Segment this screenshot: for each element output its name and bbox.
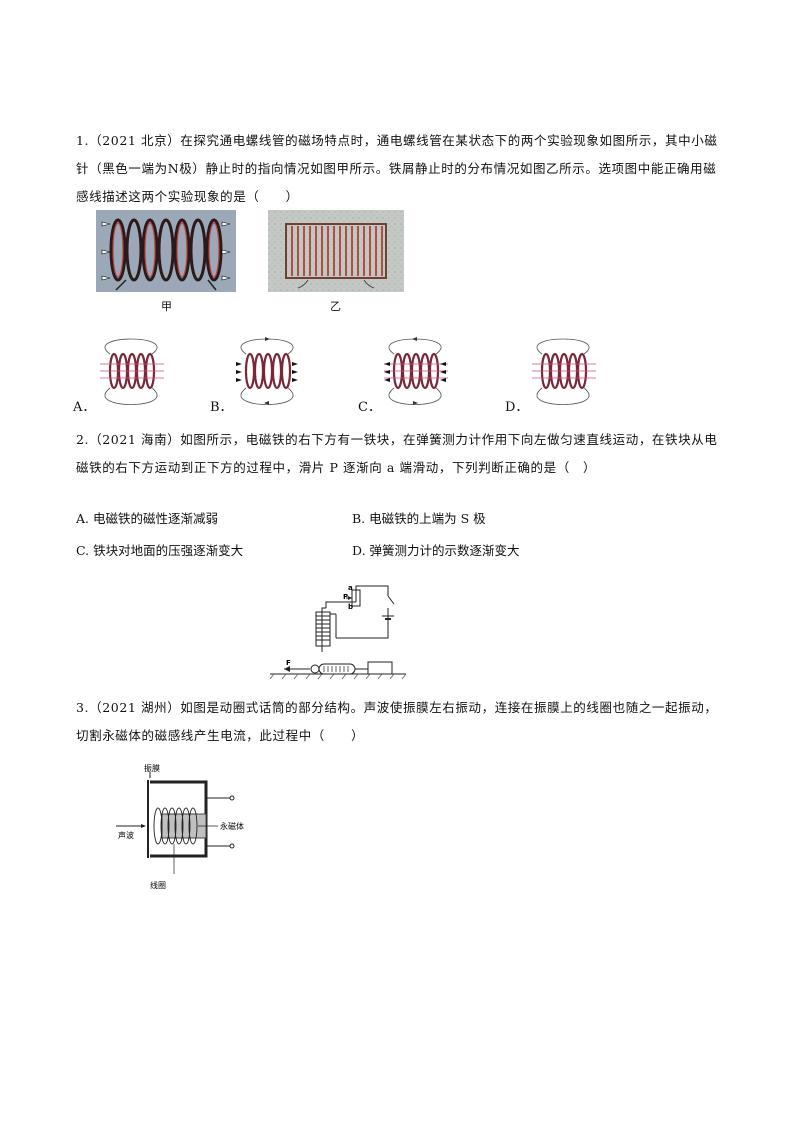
q2-option-b: B. 电磁铁的上端为 S 极 — [352, 511, 486, 526]
option-b-label: B． — [210, 400, 233, 415]
q2-circuit-diagram: a P b F — [269, 584, 407, 680]
photo-yi — [268, 210, 404, 292]
question-3-text: 3.（2021 湖州）如图是动圈式话筒的部分结构。声波使振膜左右振动，连接在振膜… — [76, 700, 718, 743]
option-c-diagram — [384, 337, 448, 405]
q3-microphone-diagram: 振膜 声波 永磁体 线圈 — [116, 763, 244, 890]
q2-option-a: A. 电磁铁的磁性逐渐减弱 — [76, 511, 218, 526]
label-a: a — [348, 584, 353, 592]
option-c-label: C． — [358, 400, 381, 415]
option-b-diagram — [236, 337, 298, 405]
option-a-label: A． — [73, 400, 96, 415]
question-2-text: 2.（2021 海南）如图所示，电磁铁的右下方有一铁块，在弹簧测力计作用下向左做… — [76, 432, 718, 475]
option-a-diagram — [100, 338, 164, 405]
option-d-diagram — [532, 338, 596, 405]
label-membrane: 振膜 — [144, 763, 160, 773]
label-magnet: 永磁体 — [220, 821, 244, 831]
option-d-label: D． — [505, 400, 529, 415]
q2-option-c: C. 铁块对地面的压强逐渐变大 — [76, 543, 244, 558]
photo-yi-label: 乙 — [330, 300, 341, 313]
photo-jia-label: 甲 — [161, 300, 172, 313]
label-sound: 声波 — [118, 830, 134, 840]
q2-option-d: D. 弹簧测力计的示数逐渐变大 — [352, 543, 520, 558]
label-coil: 线圈 — [150, 880, 166, 890]
label-b: b — [348, 603, 353, 611]
label-f: F — [286, 659, 291, 667]
question-1-text: 1.（2021 北京）在探究通电螺线管的磁场特点时，通电螺线管在某状态下的两个实… — [76, 133, 718, 204]
photo-jia — [96, 210, 236, 292]
label-p: P — [343, 593, 348, 601]
